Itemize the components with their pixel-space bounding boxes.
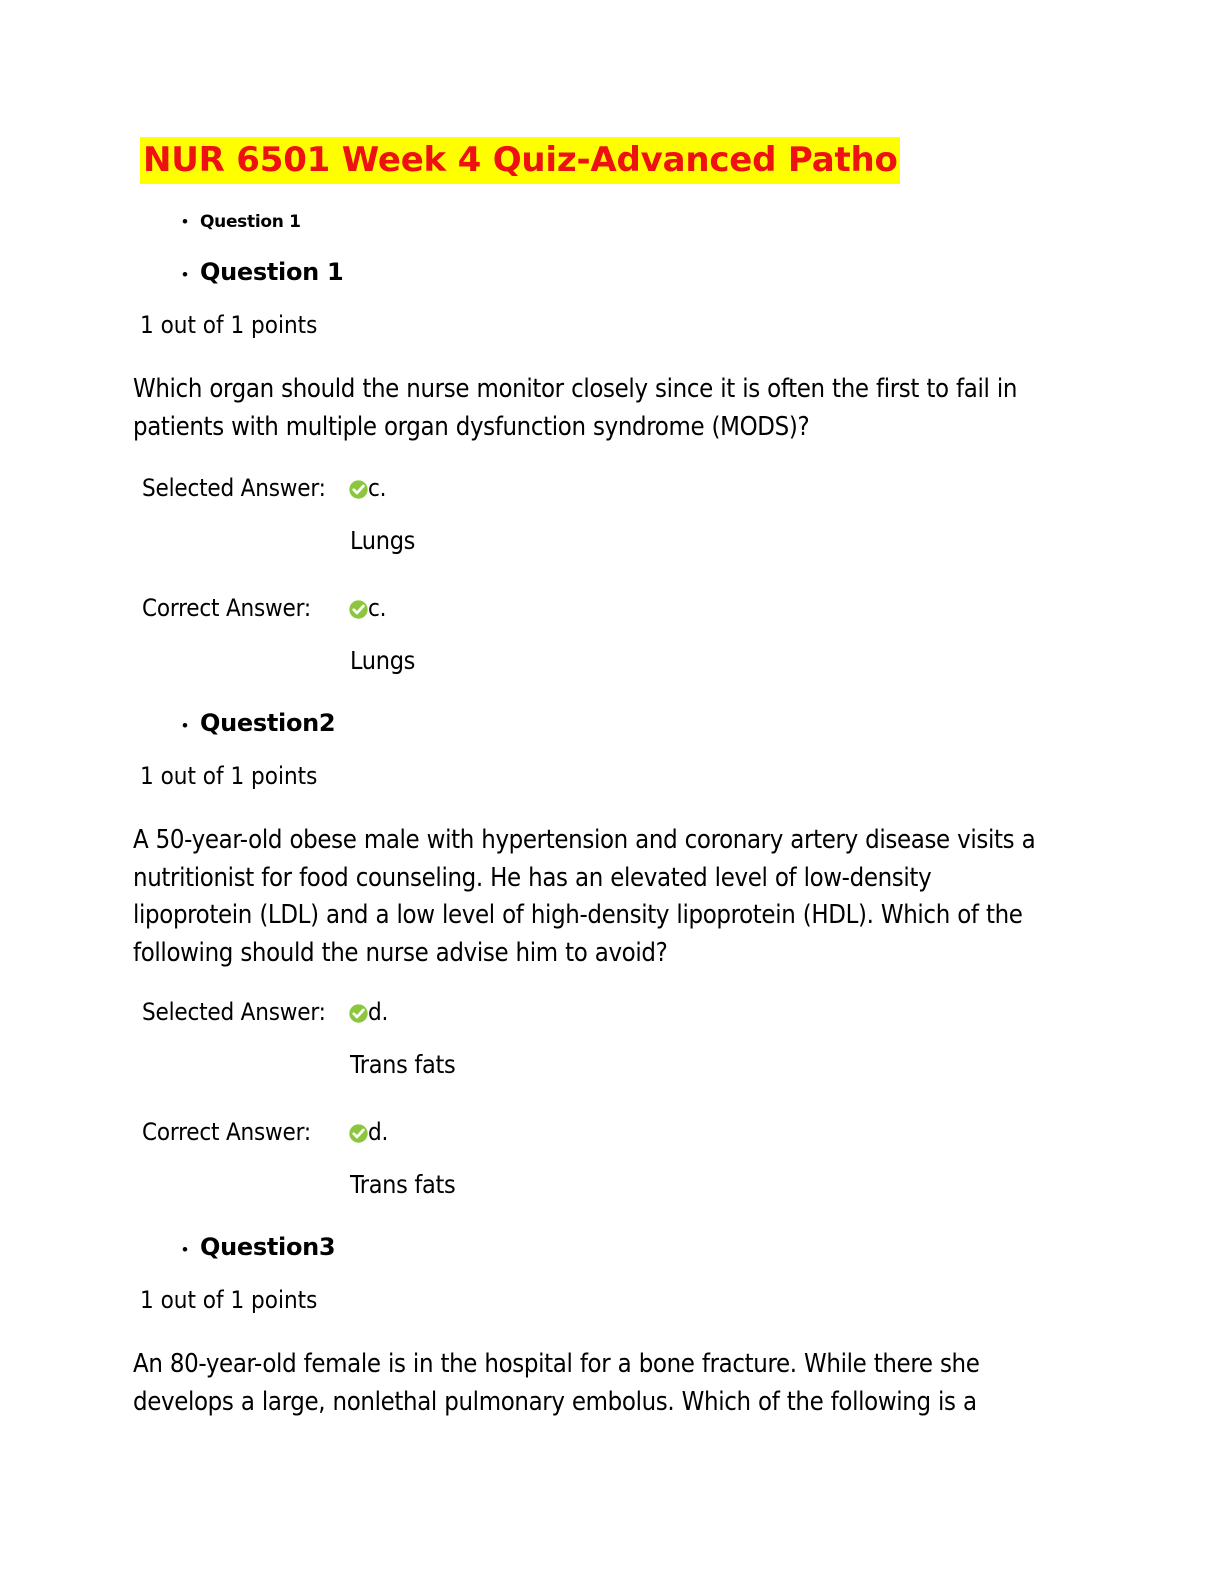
question-1-heading-small: Question 1 (182, 212, 301, 232)
question-3-points: 1 out of 1 points (140, 1286, 318, 1314)
correct-check-icon (348, 1123, 369, 1144)
question-1-heading: Question 1 (182, 258, 344, 286)
correct-answer-label: Correct Answer: (142, 1118, 311, 1146)
question-1-correct-answer-letter: c. (348, 594, 387, 622)
bullet-icon (182, 1241, 200, 1258)
correct-check-icon (348, 479, 369, 500)
question-1-selected-answer-text: Lungs (350, 526, 416, 555)
correct-answer-label: Correct Answer: (142, 594, 311, 622)
question-2-correct-answer-text: Trans fats (350, 1170, 456, 1199)
question-1-correct-answer-text: Lungs (350, 646, 416, 675)
selected-answer-label: Selected Answer: (142, 998, 326, 1026)
page-title-text: NUR 6501 Week 4 Quiz-Advanced Patho (140, 137, 900, 184)
question-2-selected-answer-label: Selected Answer: (142, 998, 326, 1026)
question-1-points: 1 out of 1 points (140, 311, 318, 339)
answer-letter: d. (368, 998, 389, 1026)
selected-answer-label: Selected Answer: (142, 474, 326, 502)
bullet-icon (182, 213, 200, 230)
question-2-selected-answer-letter: d. (348, 998, 388, 1026)
page-title: NUR 6501 Week 4 Quiz-Advanced Patho (140, 137, 900, 184)
question-3-heading: Question3 (182, 1233, 336, 1261)
question-heading-label: Question 1 (200, 258, 344, 286)
question-1-text: Which organ should the nurse monitor clo… (133, 374, 1018, 442)
question-2-correct-answer-label: Correct Answer: (142, 1118, 311, 1146)
answer-letter: c. (368, 594, 387, 622)
question-1-selected-answer-label: Selected Answer: (142, 474, 326, 502)
answer-letter: d. (368, 1118, 389, 1146)
question-2-heading: Question2 (182, 709, 336, 737)
question-2-correct-answer-letter: d. (348, 1118, 388, 1146)
question-2-selected-answer-text: Trans fats (350, 1050, 456, 1079)
question-heading-label: Question 1 (200, 212, 301, 232)
question-heading-label: Question2 (200, 709, 336, 737)
bullet-icon (182, 717, 200, 734)
bullet-icon (182, 266, 200, 283)
question-heading-label: Question3 (200, 1233, 336, 1261)
question-2-text: A 50-year-old obese male with hypertensi… (133, 825, 1036, 969)
correct-check-icon (348, 599, 369, 620)
question-3-text: An 80-year-old female is in the hospital… (133, 1349, 980, 1417)
question-1-selected-answer-letter: c. (348, 474, 387, 502)
question-2-points: 1 out of 1 points (140, 762, 318, 790)
correct-check-icon (348, 1003, 369, 1024)
question-1-correct-answer-label: Correct Answer: (142, 594, 311, 622)
answer-letter: c. (368, 474, 387, 502)
